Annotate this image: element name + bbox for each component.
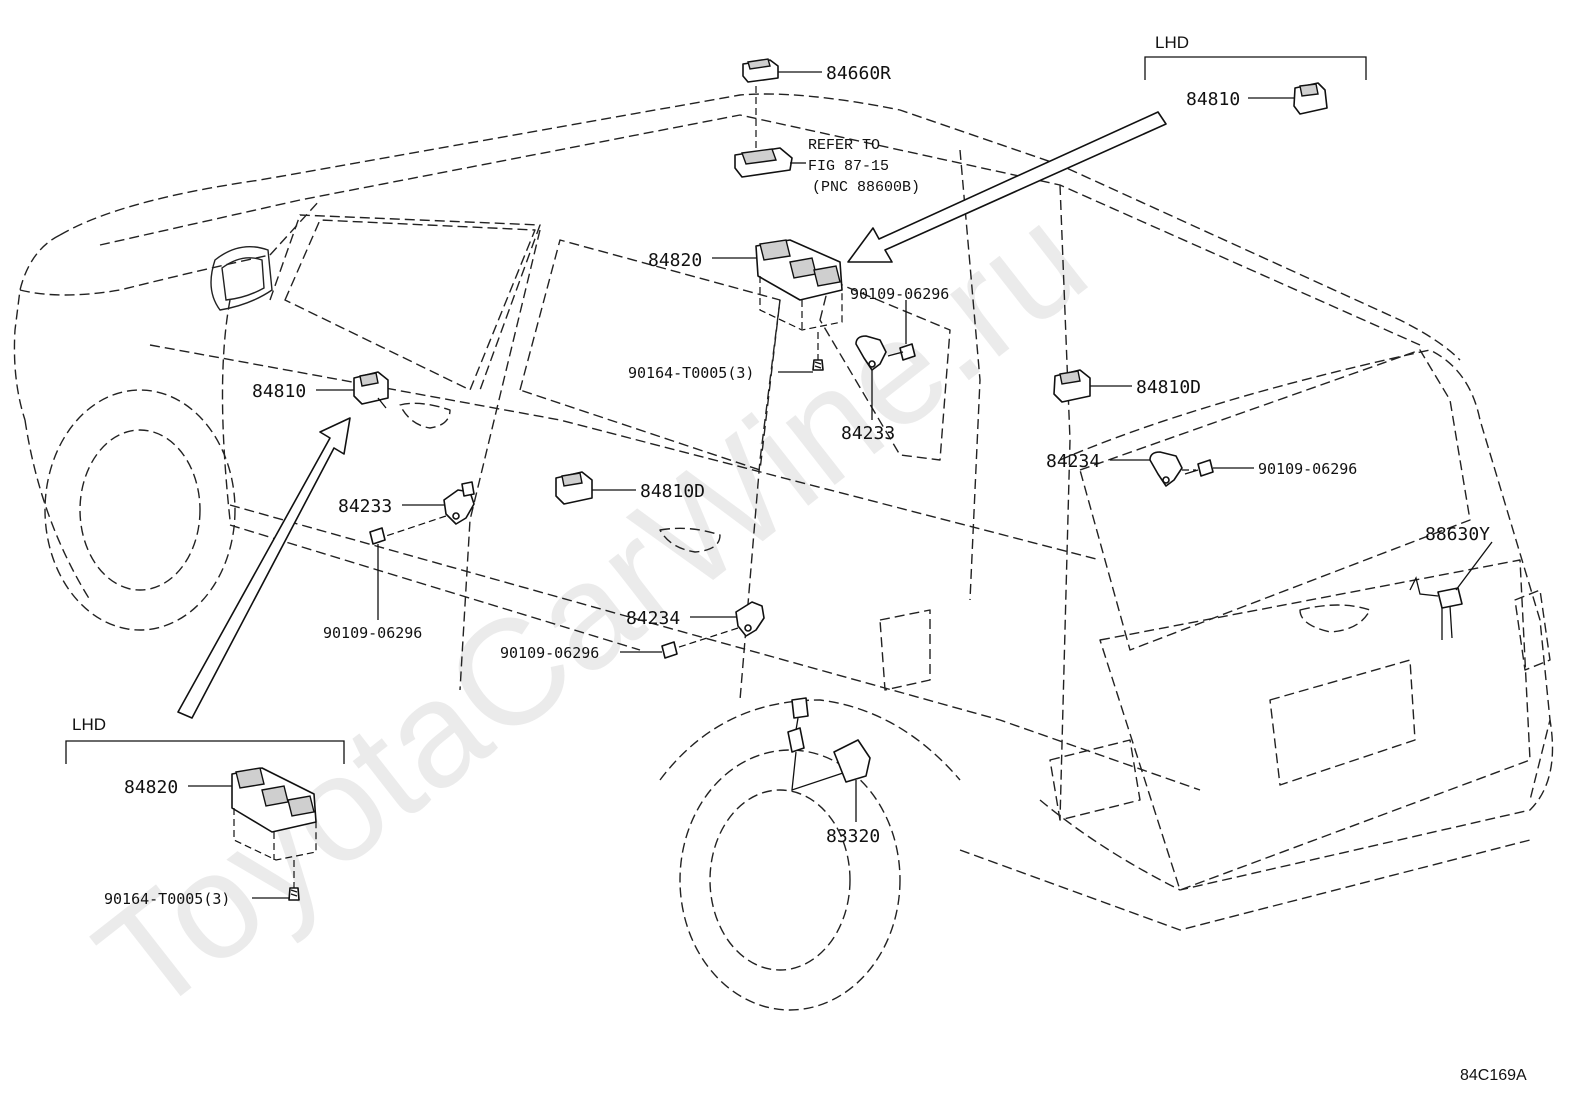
label-90109-lower[interactable]: 90109-06296 — [500, 644, 599, 662]
figure-code: 84C169A — [1460, 1067, 1527, 1084]
part-90109-bolt-left[interactable]: 90109-06296 — [323, 527, 422, 642]
label-84810d-right[interactable]: 84810D — [1136, 377, 1201, 398]
label-84810d-mid[interactable]: 84810D — [640, 481, 705, 502]
label-84233-center[interactable]: 84233 — [841, 423, 895, 444]
label-84820-center[interactable]: 84820 — [648, 250, 702, 271]
label-84233-left[interactable]: 84233 — [338, 496, 392, 517]
lhd-label-top: LHD — [1155, 33, 1189, 52]
part-84810-lhd[interactable]: 84810 — [1186, 82, 1328, 115]
part-84233-lock-center[interactable]: 84233 — [841, 335, 895, 444]
lhd-group-bottom: LHD — [65, 715, 345, 764]
reference-note: REFER TO FIG 87-15 (PNC 88600B) — [808, 137, 920, 196]
lhd-label-bottom: LHD — [72, 715, 106, 734]
part-90164-screw-center[interactable]: 90164-T0005(3) — [628, 359, 824, 382]
reference-note-line: (PNC 88600B) — [812, 179, 920, 196]
part-84233-lock-left[interactable]: 84233 — [338, 481, 475, 525]
label-90109-center[interactable]: 90109-06296 — [850, 285, 949, 303]
vehicle-outline — [13, 93, 1554, 1011]
arrow-to-center-switch — [847, 111, 1167, 263]
part-90109-bolt-center[interactable]: 90109-06296 — [850, 285, 949, 361]
label-84810-left[interactable]: 84810 — [252, 381, 306, 402]
reference-note-line: FIG 87-15 — [808, 158, 889, 175]
watermark: ToyotaCarWine.ru — [66, 174, 1115, 1045]
pointer-arrows — [177, 111, 1167, 719]
arrow-to-door-switch — [177, 417, 351, 719]
part-83320-sensor[interactable]: 83320 — [787, 697, 880, 847]
label-90109-left[interactable]: 90109-06296 — [323, 624, 422, 642]
label-84234-right[interactable]: 84234 — [1046, 451, 1100, 472]
part-84810d-right[interactable]: 84810D — [1053, 369, 1201, 403]
part-84820-master-switch[interactable]: 84820 — [648, 239, 843, 331]
reference-switch — [734, 147, 806, 178]
part-90164-screw-lhd[interactable]: 90164-T0005(3) — [104, 887, 300, 908]
part-90109-bolt-lower[interactable]: 90109-06296 — [500, 641, 678, 662]
part-84820-lhd-master-switch[interactable]: 84820 — [124, 767, 317, 861]
label-90164-lhd[interactable]: 90164-T0005(3) — [104, 890, 230, 908]
label-90164-center[interactable]: 90164-T0005(3) — [628, 364, 754, 382]
part-90109-bolt-right[interactable]: 90109-06296 — [1184, 459, 1357, 478]
label-84234-lower[interactable]: 84234 — [626, 608, 680, 629]
label-84820-lhd[interactable]: 84820 — [124, 777, 178, 798]
label-84660r[interactable]: 84660R — [826, 63, 891, 84]
label-83320[interactable]: 83320 — [826, 826, 880, 847]
part-84234-lock-lower[interactable]: 84234 — [626, 601, 765, 637]
part-84810-left-door[interactable]: 84810 — [252, 371, 389, 409]
label-84810-top[interactable]: 84810 — [1186, 89, 1240, 110]
part-84234-lock-right[interactable]: 84234 — [1046, 451, 1183, 487]
part-88630y[interactable]: 88630Y — [1409, 524, 1493, 640]
label-90109-right[interactable]: 90109-06296 — [1258, 460, 1357, 478]
part-84660r[interactable]: 84660R — [742, 58, 891, 84]
label-88630y[interactable]: 88630Y — [1425, 524, 1490, 545]
part-84810d-rear-door[interactable]: 84810D — [555, 471, 705, 505]
lhd-group-top: LHD — [1144, 33, 1367, 80]
reference-note-line: REFER TO — [808, 137, 880, 154]
